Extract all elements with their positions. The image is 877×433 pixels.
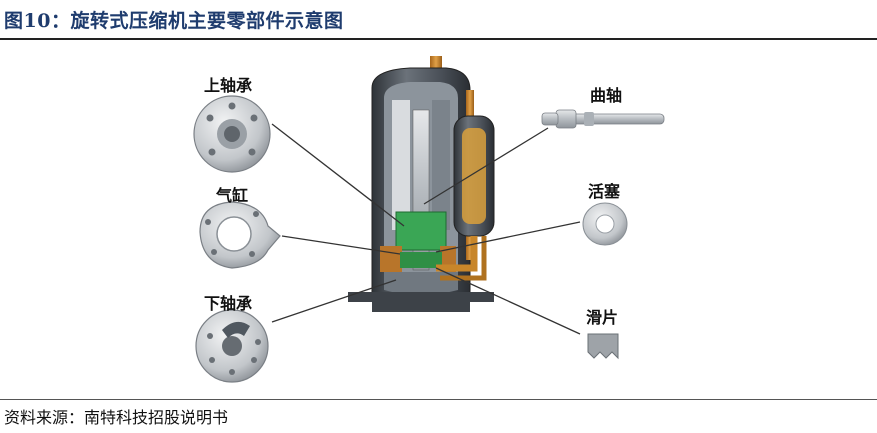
bottom-rule	[0, 399, 877, 400]
label-cylinder: 气缸	[216, 186, 249, 205]
piston-part	[582, 202, 628, 246]
leader-upper-bearing	[271, 123, 405, 227]
leader-lower-bearing	[271, 279, 397, 323]
top-rule	[0, 38, 877, 40]
leader-cylinder	[281, 235, 401, 255]
label-crankshaft: 曲轴	[590, 86, 623, 105]
crankshaft-part	[541, 109, 665, 129]
leader-lines	[271, 123, 581, 335]
label-lower-bearing: 下轴承	[204, 294, 253, 313]
label-piston: 活塞	[588, 182, 621, 201]
label-vane: 滑片	[586, 308, 619, 327]
leader-crankshaft	[423, 127, 549, 205]
upper-bearing-part	[193, 95, 271, 173]
source-note: 资料来源：南特科技招股说明书	[4, 408, 229, 427]
vane-part	[587, 333, 619, 360]
cylinder-part	[199, 201, 281, 269]
leader-piston	[435, 221, 581, 253]
lower-bearing-part	[195, 309, 269, 383]
label-upper-bearing: 上轴承	[204, 76, 253, 95]
compressor-body	[348, 56, 495, 312]
figure-title: 图10：旋转式压缩机主要零部件示意图	[4, 10, 344, 32]
leader-vane	[435, 267, 581, 335]
compressor-diagram	[193, 56, 665, 383]
